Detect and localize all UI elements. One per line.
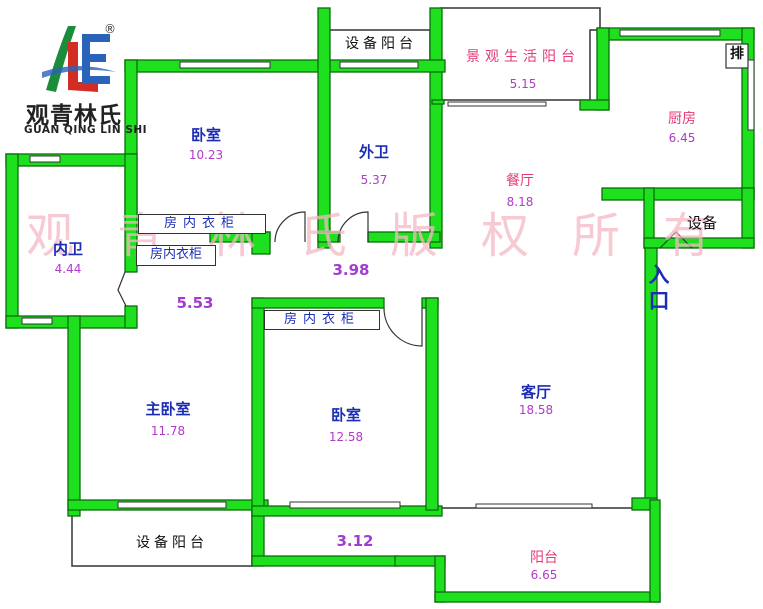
logo-mark-icon [42, 26, 116, 92]
room-area: 5.15 [509, 77, 537, 91]
room-area: 10.23 [188, 148, 224, 162]
room-landscape-balcony: 景观生活阳台 5.15 [448, 50, 598, 90]
utility-balcony-bottom: 设备阳台 [136, 535, 208, 551]
room-name: 餐厅 [506, 173, 534, 189]
room-balcony: 阳台 6.65 [514, 551, 574, 581]
room-bedroom-mid: 卧室 12.58 [316, 406, 376, 444]
room-name: 厨房 [668, 111, 696, 127]
room-area: 8.18 [506, 195, 534, 209]
exhaust-label: 排 [730, 46, 744, 62]
room-guest-bath: 外卫 5.37 [344, 143, 404, 187]
room-name: 卧室 [330, 406, 361, 424]
wardrobe-bedroom-mid: 房内衣柜 [264, 310, 380, 330]
room-name: 外卫 [358, 143, 389, 161]
room-area: 6.45 [668, 131, 696, 145]
room-name: 卧室 [190, 126, 221, 144]
room-bedroom-top: 卧室 10.23 [176, 126, 236, 162]
utility-balcony-top: 设备阳台 [345, 36, 417, 52]
corridor-area: 5.53 [176, 294, 214, 312]
room-area: 5.37 [360, 173, 388, 187]
room-area: 6.65 [530, 568, 558, 582]
room-living: 客厅 18.58 [506, 383, 566, 417]
entrance-label: 入口 [648, 263, 670, 313]
room-ensuite-bath: 内卫 4.44 [38, 240, 98, 276]
windows [21, 29, 755, 509]
room-kitchen: 厨房 6.45 [652, 112, 712, 144]
room-name: 主卧室 [145, 400, 191, 418]
room-name: 内卫 [52, 240, 83, 258]
room-dining: 餐厅 8.18 [490, 174, 550, 208]
registered-mark: ® [104, 22, 116, 36]
hall-area: 3.98 [332, 261, 370, 279]
room-area: 12.58 [328, 430, 364, 444]
logo-chinese: 观青林氏 [26, 103, 122, 129]
room-name: 景观生活阳台 [466, 49, 580, 65]
room-master-bedroom: 主卧室 11.78 [128, 400, 208, 438]
room-name: 阳台 [530, 550, 558, 566]
room-name: 客厅 [520, 383, 551, 401]
wardrobe-bedroom-top: 房内衣柜 [138, 214, 266, 234]
room-area: 4.44 [54, 262, 82, 276]
wardrobe-master: 房内衣柜 [136, 245, 216, 266]
balcony-strip-area: 3.12 [336, 532, 374, 550]
doors [117, 211, 693, 347]
logo-english: GUAN QING LIN SHI [24, 124, 148, 136]
room-area: 18.58 [518, 403, 554, 417]
equipment-label: 设备 [686, 214, 717, 232]
exhaust-box [725, 43, 749, 69]
room-area: 11.78 [150, 424, 186, 438]
